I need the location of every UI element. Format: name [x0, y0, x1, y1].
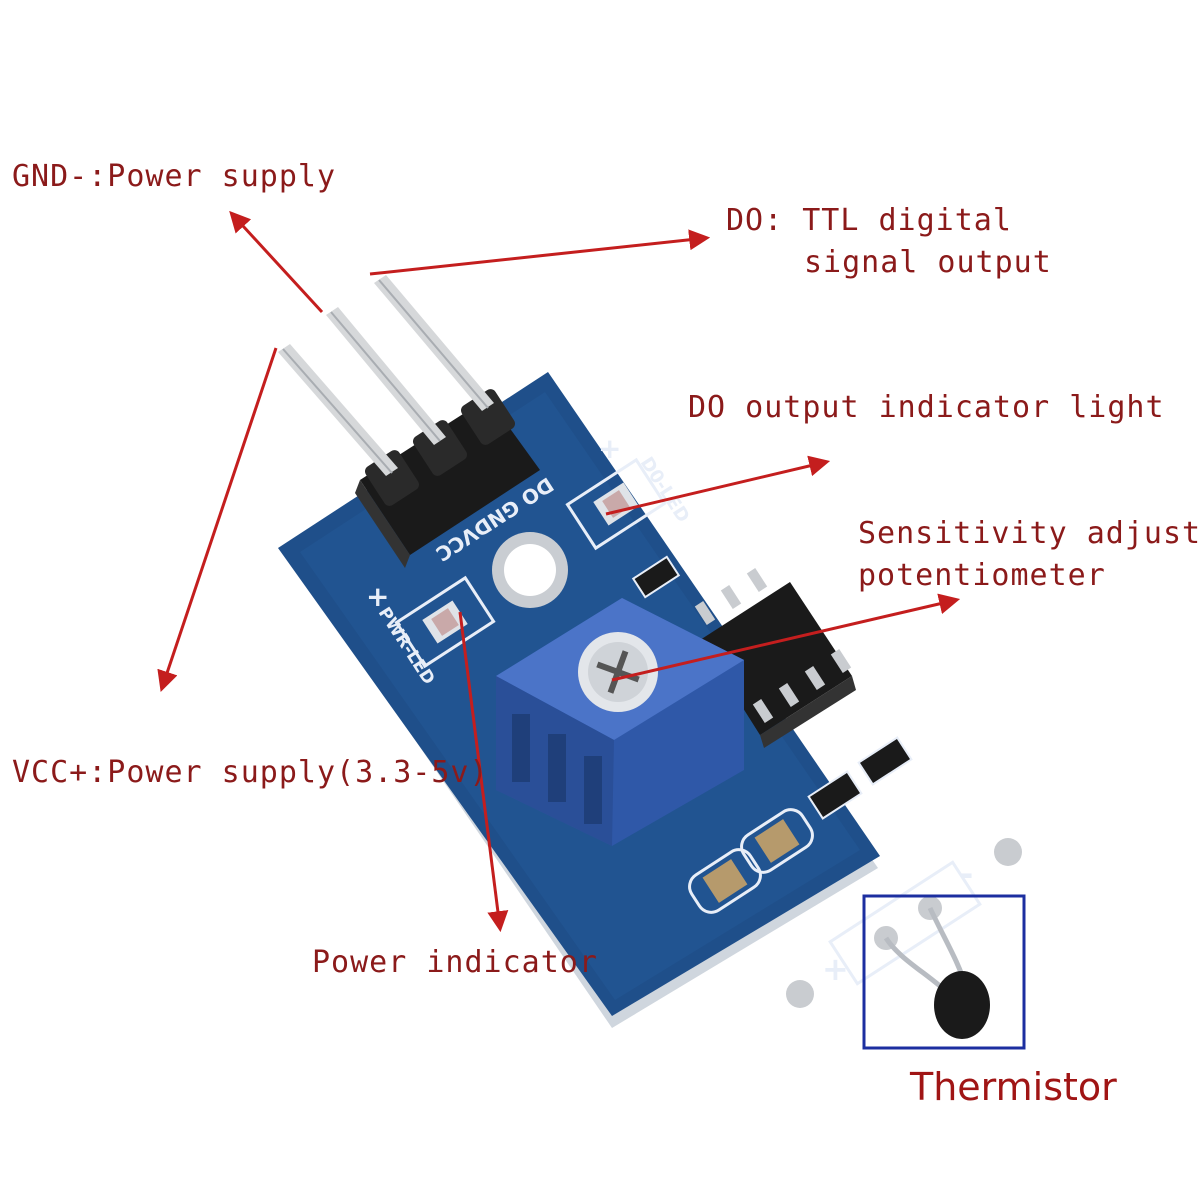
label-vcc: VCC+:Power supply(3.3-5v) — [12, 755, 489, 790]
silkscreen-plus-pwr: + — [366, 580, 389, 613]
header-pins — [278, 275, 494, 476]
callout-arrows — [157, 210, 961, 933]
potentiometer — [496, 598, 744, 846]
label-do-line2: signal output — [804, 245, 1052, 280]
arrow-potentiometer — [611, 593, 961, 682]
thermistor-highlight-box — [862, 894, 1026, 1050]
label-power-indicator: Power indicator — [312, 945, 598, 980]
smd-capacitors — [688, 808, 814, 914]
arrow-power-indicator — [458, 611, 509, 933]
pin-header — [355, 389, 540, 568]
label-gnd: GND-:Power supply — [12, 159, 337, 194]
arrow-gnd — [229, 210, 324, 314]
label-do-line1: DO: TTL digital — [726, 203, 1012, 238]
label-do-led: DO output indicator light — [688, 390, 1165, 425]
silkscreen-plus-do: + — [598, 432, 621, 465]
arrow-vcc — [157, 347, 278, 692]
label-sensitivity-line1: Sensitivity adjust — [858, 516, 1200, 551]
silkscreen-minus-thermistor: - — [960, 855, 973, 893]
silkscreen-plus-thermistor: + — [822, 950, 849, 988]
arrow-do-led — [605, 455, 831, 516]
smd-resistors — [631, 555, 913, 820]
thermistor — [786, 838, 1022, 1039]
mounting-hole — [492, 532, 568, 608]
pwr-led — [394, 575, 496, 669]
label-sensitivity-line2: potentiometer — [858, 558, 1106, 593]
arrow-do — [369, 229, 711, 276]
label-thermistor: Thermistor — [910, 1065, 1117, 1109]
